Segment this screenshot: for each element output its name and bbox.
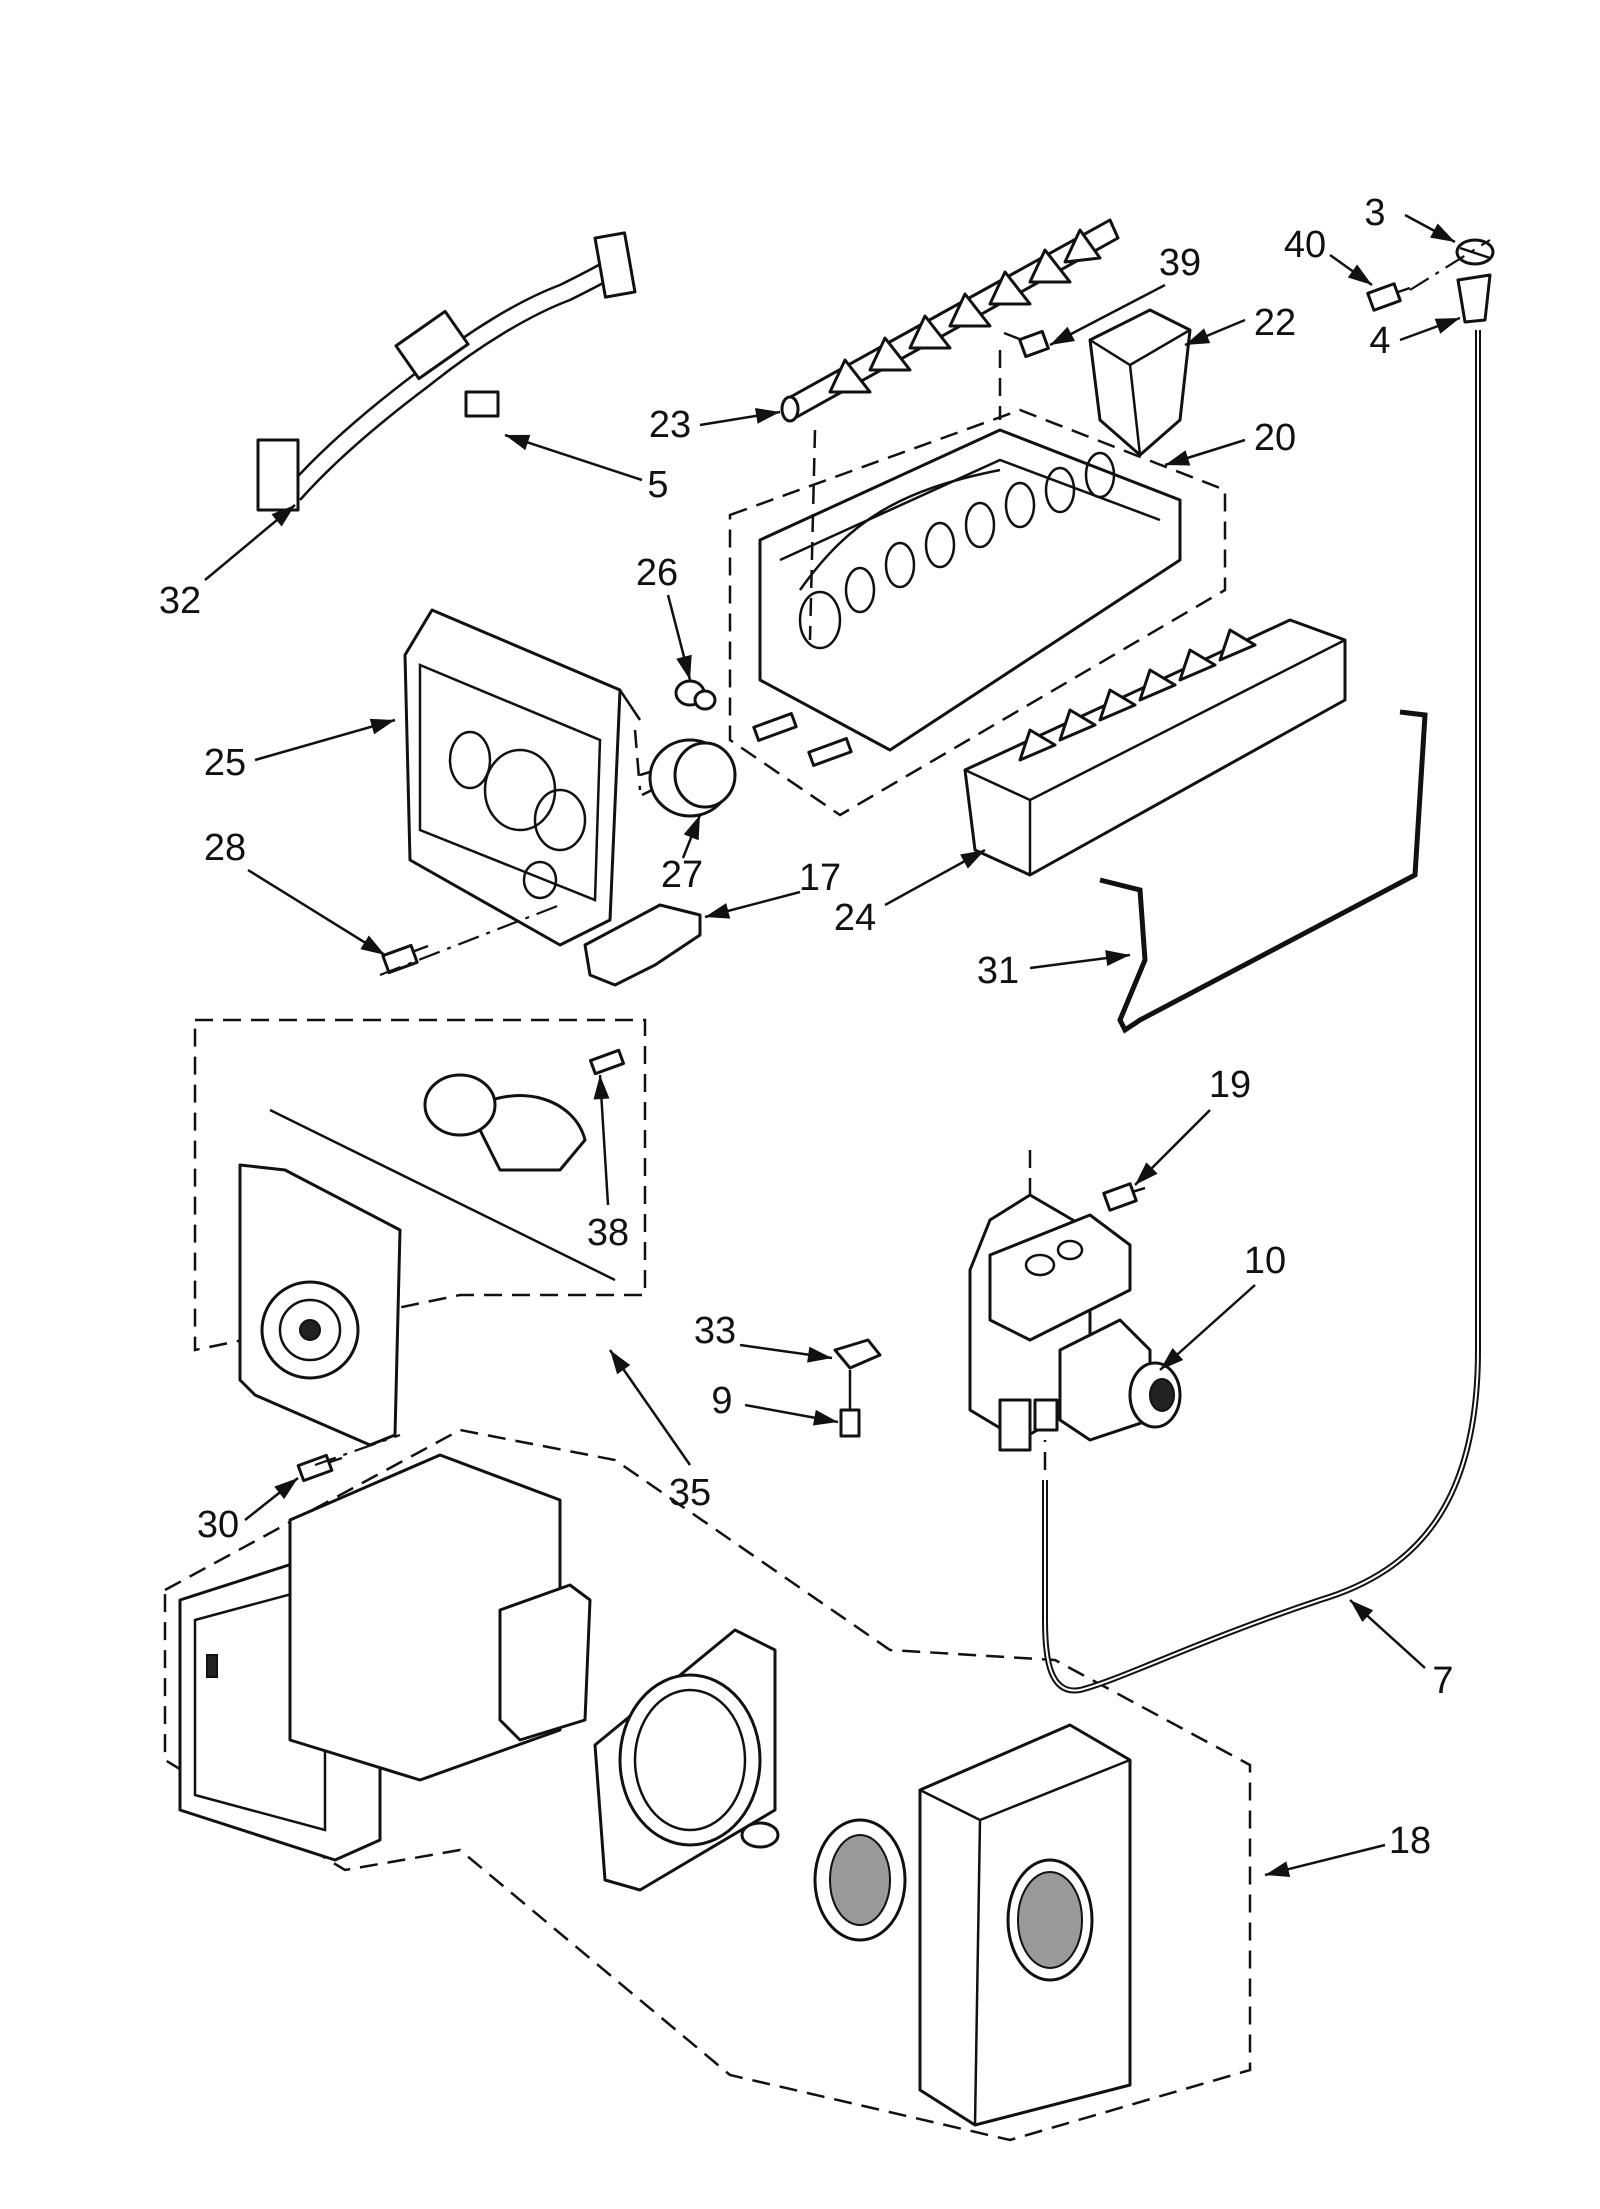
callout-9: 9 <box>711 1380 732 1422</box>
callout-39: 39 <box>1159 242 1201 284</box>
arrowhead-19 <box>1135 1162 1158 1185</box>
arrowhead-9 <box>812 1409 838 1426</box>
arrowhead-20 <box>1165 450 1191 466</box>
callout-28: 28 <box>204 827 246 869</box>
part-39-screw <box>1003 329 1050 359</box>
part-4-grommet <box>1409 239 1492 324</box>
part-10-water-valve <box>968 1150 1182 1452</box>
callout-labels: 3 40 4 39 22 23 20 5 32 26 25 28 27 17 2… <box>159 192 1454 1862</box>
arrowhead-35 <box>610 1350 631 1375</box>
arrowhead-38 <box>593 1075 610 1100</box>
arrowhead-18 <box>1265 1861 1291 1877</box>
arrowhead-40 <box>1347 264 1372 285</box>
arrowhead-39 <box>1050 326 1075 345</box>
arrowhead-17 <box>705 903 731 919</box>
part-20-ice-mold <box>728 408 1227 817</box>
arrowhead-10 <box>1160 1348 1184 1370</box>
part-24-stripper <box>963 618 1347 877</box>
callout-4: 4 <box>1369 320 1390 362</box>
callout-18: 18 <box>1389 1820 1431 1862</box>
callout-22: 22 <box>1254 302 1296 344</box>
part-17-bracket <box>583 903 702 987</box>
arrowhead-33 <box>807 1346 832 1363</box>
leader-line-25 <box>254 718 396 762</box>
arrowhead-26 <box>676 654 692 680</box>
arrowhead-31 <box>1105 950 1130 967</box>
callout-31: 31 <box>977 950 1019 992</box>
part-5-clip <box>464 390 500 418</box>
part-3-clamp <box>1455 238 1495 266</box>
part-33-bracket <box>833 1338 882 1370</box>
part-30-screw <box>296 1453 343 1483</box>
callout-7: 7 <box>1432 1660 1453 1702</box>
arrowhead-32 <box>271 505 295 527</box>
callout-23: 23 <box>649 404 691 446</box>
part-35-motor-module <box>193 1018 647 1447</box>
callout-32: 32 <box>159 580 201 622</box>
part-26-clip <box>674 679 717 711</box>
callout-24: 24 <box>834 897 876 939</box>
part-22-fill-cup <box>1088 308 1192 457</box>
callout-20: 20 <box>1254 417 1296 459</box>
callout-38: 38 <box>587 1212 629 1254</box>
callout-27: 27 <box>661 854 703 896</box>
arrowhead-28 <box>360 935 385 955</box>
part-9-screw <box>839 1370 861 1438</box>
arrowhead-27 <box>683 815 700 841</box>
callout-5: 5 <box>647 464 668 506</box>
arrowhead-7 <box>1350 1600 1374 1623</box>
part-23-ejector-shaft <box>780 218 1120 423</box>
guide-lines <box>314 350 1047 1470</box>
arrowhead-5 <box>505 434 531 451</box>
arrowhead-30 <box>274 1478 298 1500</box>
part-40-screw <box>1366 282 1411 312</box>
callout-30: 30 <box>197 1504 239 1546</box>
callout-26: 26 <box>636 552 678 594</box>
arrowhead-24 <box>960 850 985 869</box>
part-18-base-assembly <box>163 1428 1252 2142</box>
part-27-coupler <box>639 738 737 818</box>
arrowhead-22 <box>1185 328 1211 345</box>
arrowhead-3 <box>1430 223 1455 242</box>
arrowhead-25 <box>369 718 395 735</box>
callout-40: 40 <box>1284 224 1326 266</box>
leader-line-28 <box>247 868 386 957</box>
leader-arrows <box>204 213 1461 1877</box>
part-32-wire-harness <box>256 231 637 512</box>
callout-17: 17 <box>799 857 841 899</box>
callout-25: 25 <box>204 742 246 784</box>
part-19-screw <box>1102 1182 1146 1212</box>
callout-3: 3 <box>1364 192 1385 234</box>
part-28-screw <box>381 943 429 975</box>
arrowhead-23 <box>755 407 780 424</box>
arrowhead-4 <box>1434 318 1460 334</box>
part-31-shutoff-arm <box>1099 709 1428 1034</box>
part-25-control-housing <box>403 608 642 947</box>
callout-10: 10 <box>1244 1240 1286 1282</box>
leader-line-5 <box>504 433 643 482</box>
callout-19: 19 <box>1209 1064 1251 1106</box>
callout-35: 35 <box>669 1472 711 1514</box>
callout-33: 33 <box>694 1310 736 1352</box>
